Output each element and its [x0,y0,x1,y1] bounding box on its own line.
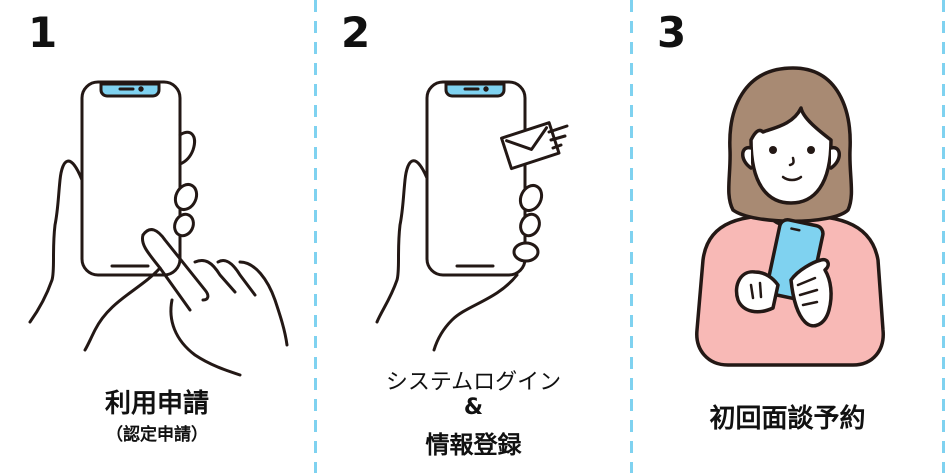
step-divider-3 [942,0,945,473]
step-1-panel: 1 利用申請 （認定申請） [0,0,314,473]
step-2-title-line2: & [463,395,484,420]
step-3-number: 3 [657,8,687,57]
step-2-title-line1: システムログイン [385,370,562,395]
woman-using-smartphone-icon [695,66,885,367]
step-2-title-line3: 情報登録 [425,431,522,459]
hand-tapping-smartphone-icon [28,80,289,377]
step-3-title: 初回面談予約 [709,404,866,434]
smartphone-with-email-icon [375,80,569,352]
step-3-panel: 3 初回面談予約 [633,0,942,473]
step-2-number: 2 [341,8,371,57]
step-divider-1 [314,0,317,473]
step-1-number: 1 [28,8,58,57]
step-divider-2 [630,0,633,473]
step-1-title: 利用申請 [104,389,209,419]
step-1-subtitle: （認定申請） [106,425,208,445]
step-2-panel: 2 システムログイン & 情報登録 [317,0,630,473]
